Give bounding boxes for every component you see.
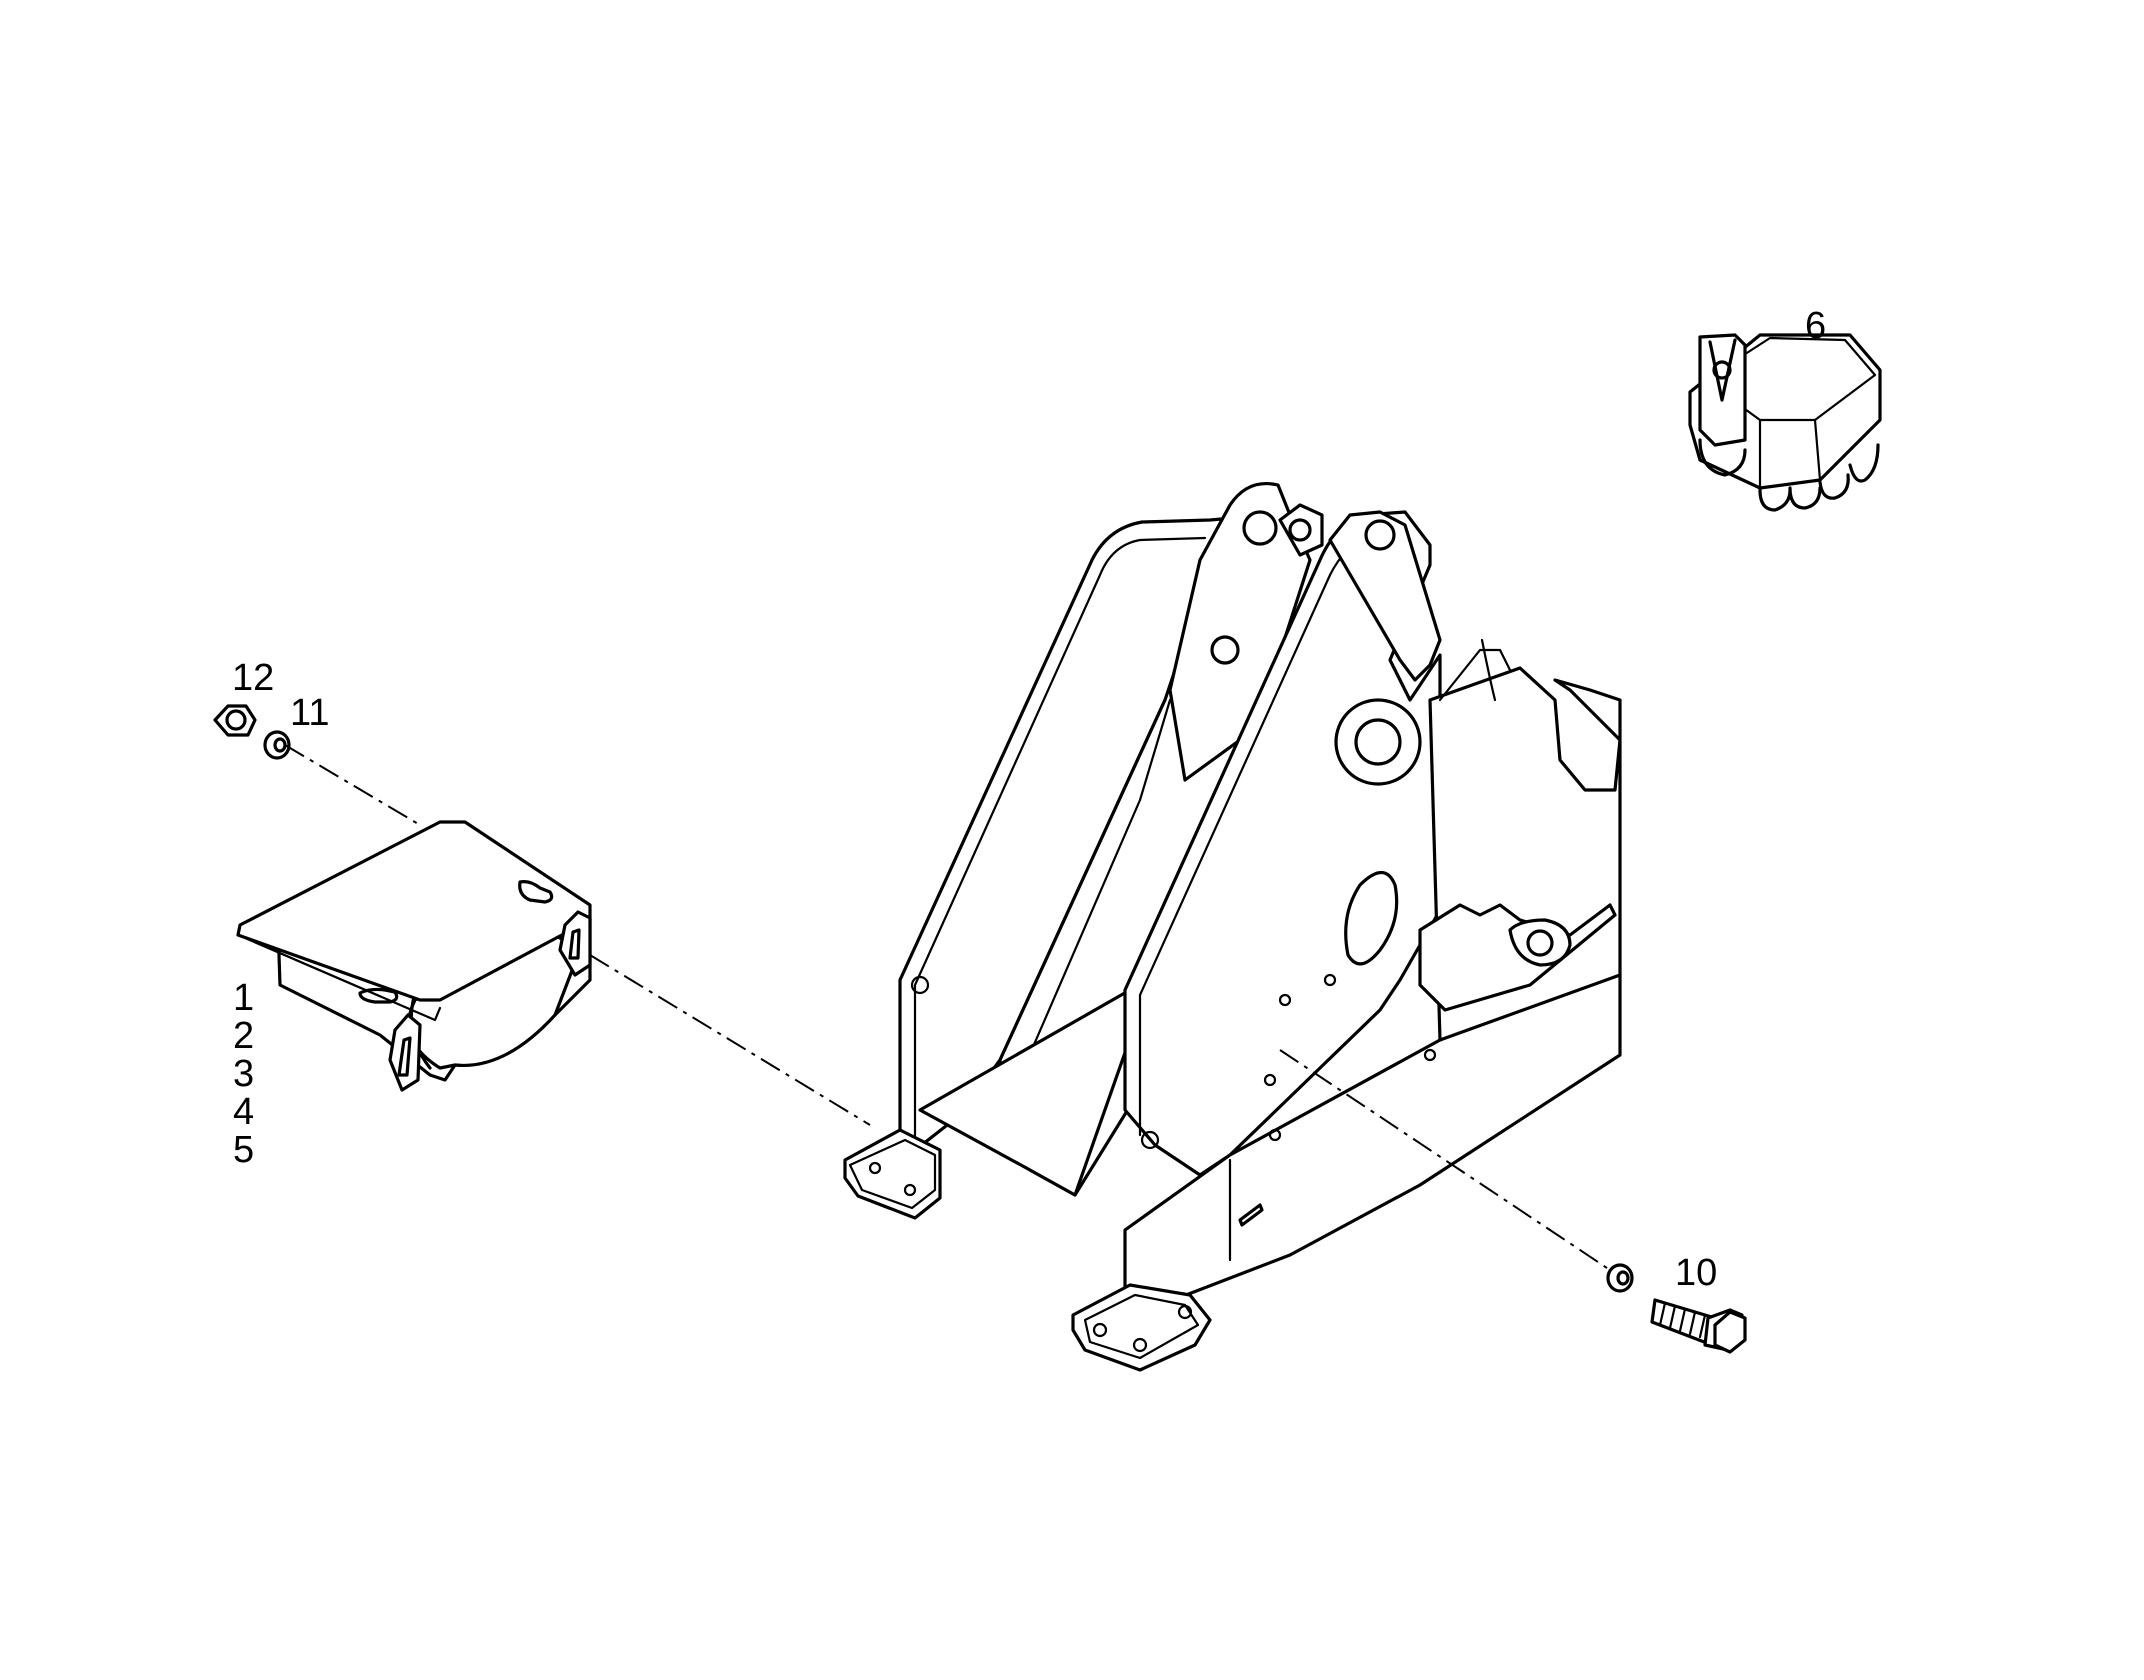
callout-11: 11	[290, 692, 329, 734]
bolt-part-10	[1650, 1298, 1747, 1354]
callout-2: 2	[233, 1015, 254, 1057]
assembly-axis-lines	[284, 744, 1611, 1271]
callout-5: 5	[233, 1129, 254, 1171]
relay-part-6	[1688, 333, 1882, 512]
washer-part-10	[1606, 1263, 1634, 1293]
mounting-frame	[843, 482, 1622, 1372]
callout-6: 6	[1805, 305, 1826, 347]
callout-10: 10	[1675, 1252, 1717, 1294]
callout-12: 12	[232, 657, 274, 699]
callout-4: 4	[233, 1091, 254, 1133]
horn-assembly-part-1-5	[236, 820, 592, 1092]
nut-part-12	[213, 704, 257, 737]
callout-1: 1	[233, 977, 254, 1019]
callout-labels: 12 11 1 2 3 4 5 6 10	[232, 305, 1826, 1294]
callout-3: 3	[233, 1053, 254, 1095]
